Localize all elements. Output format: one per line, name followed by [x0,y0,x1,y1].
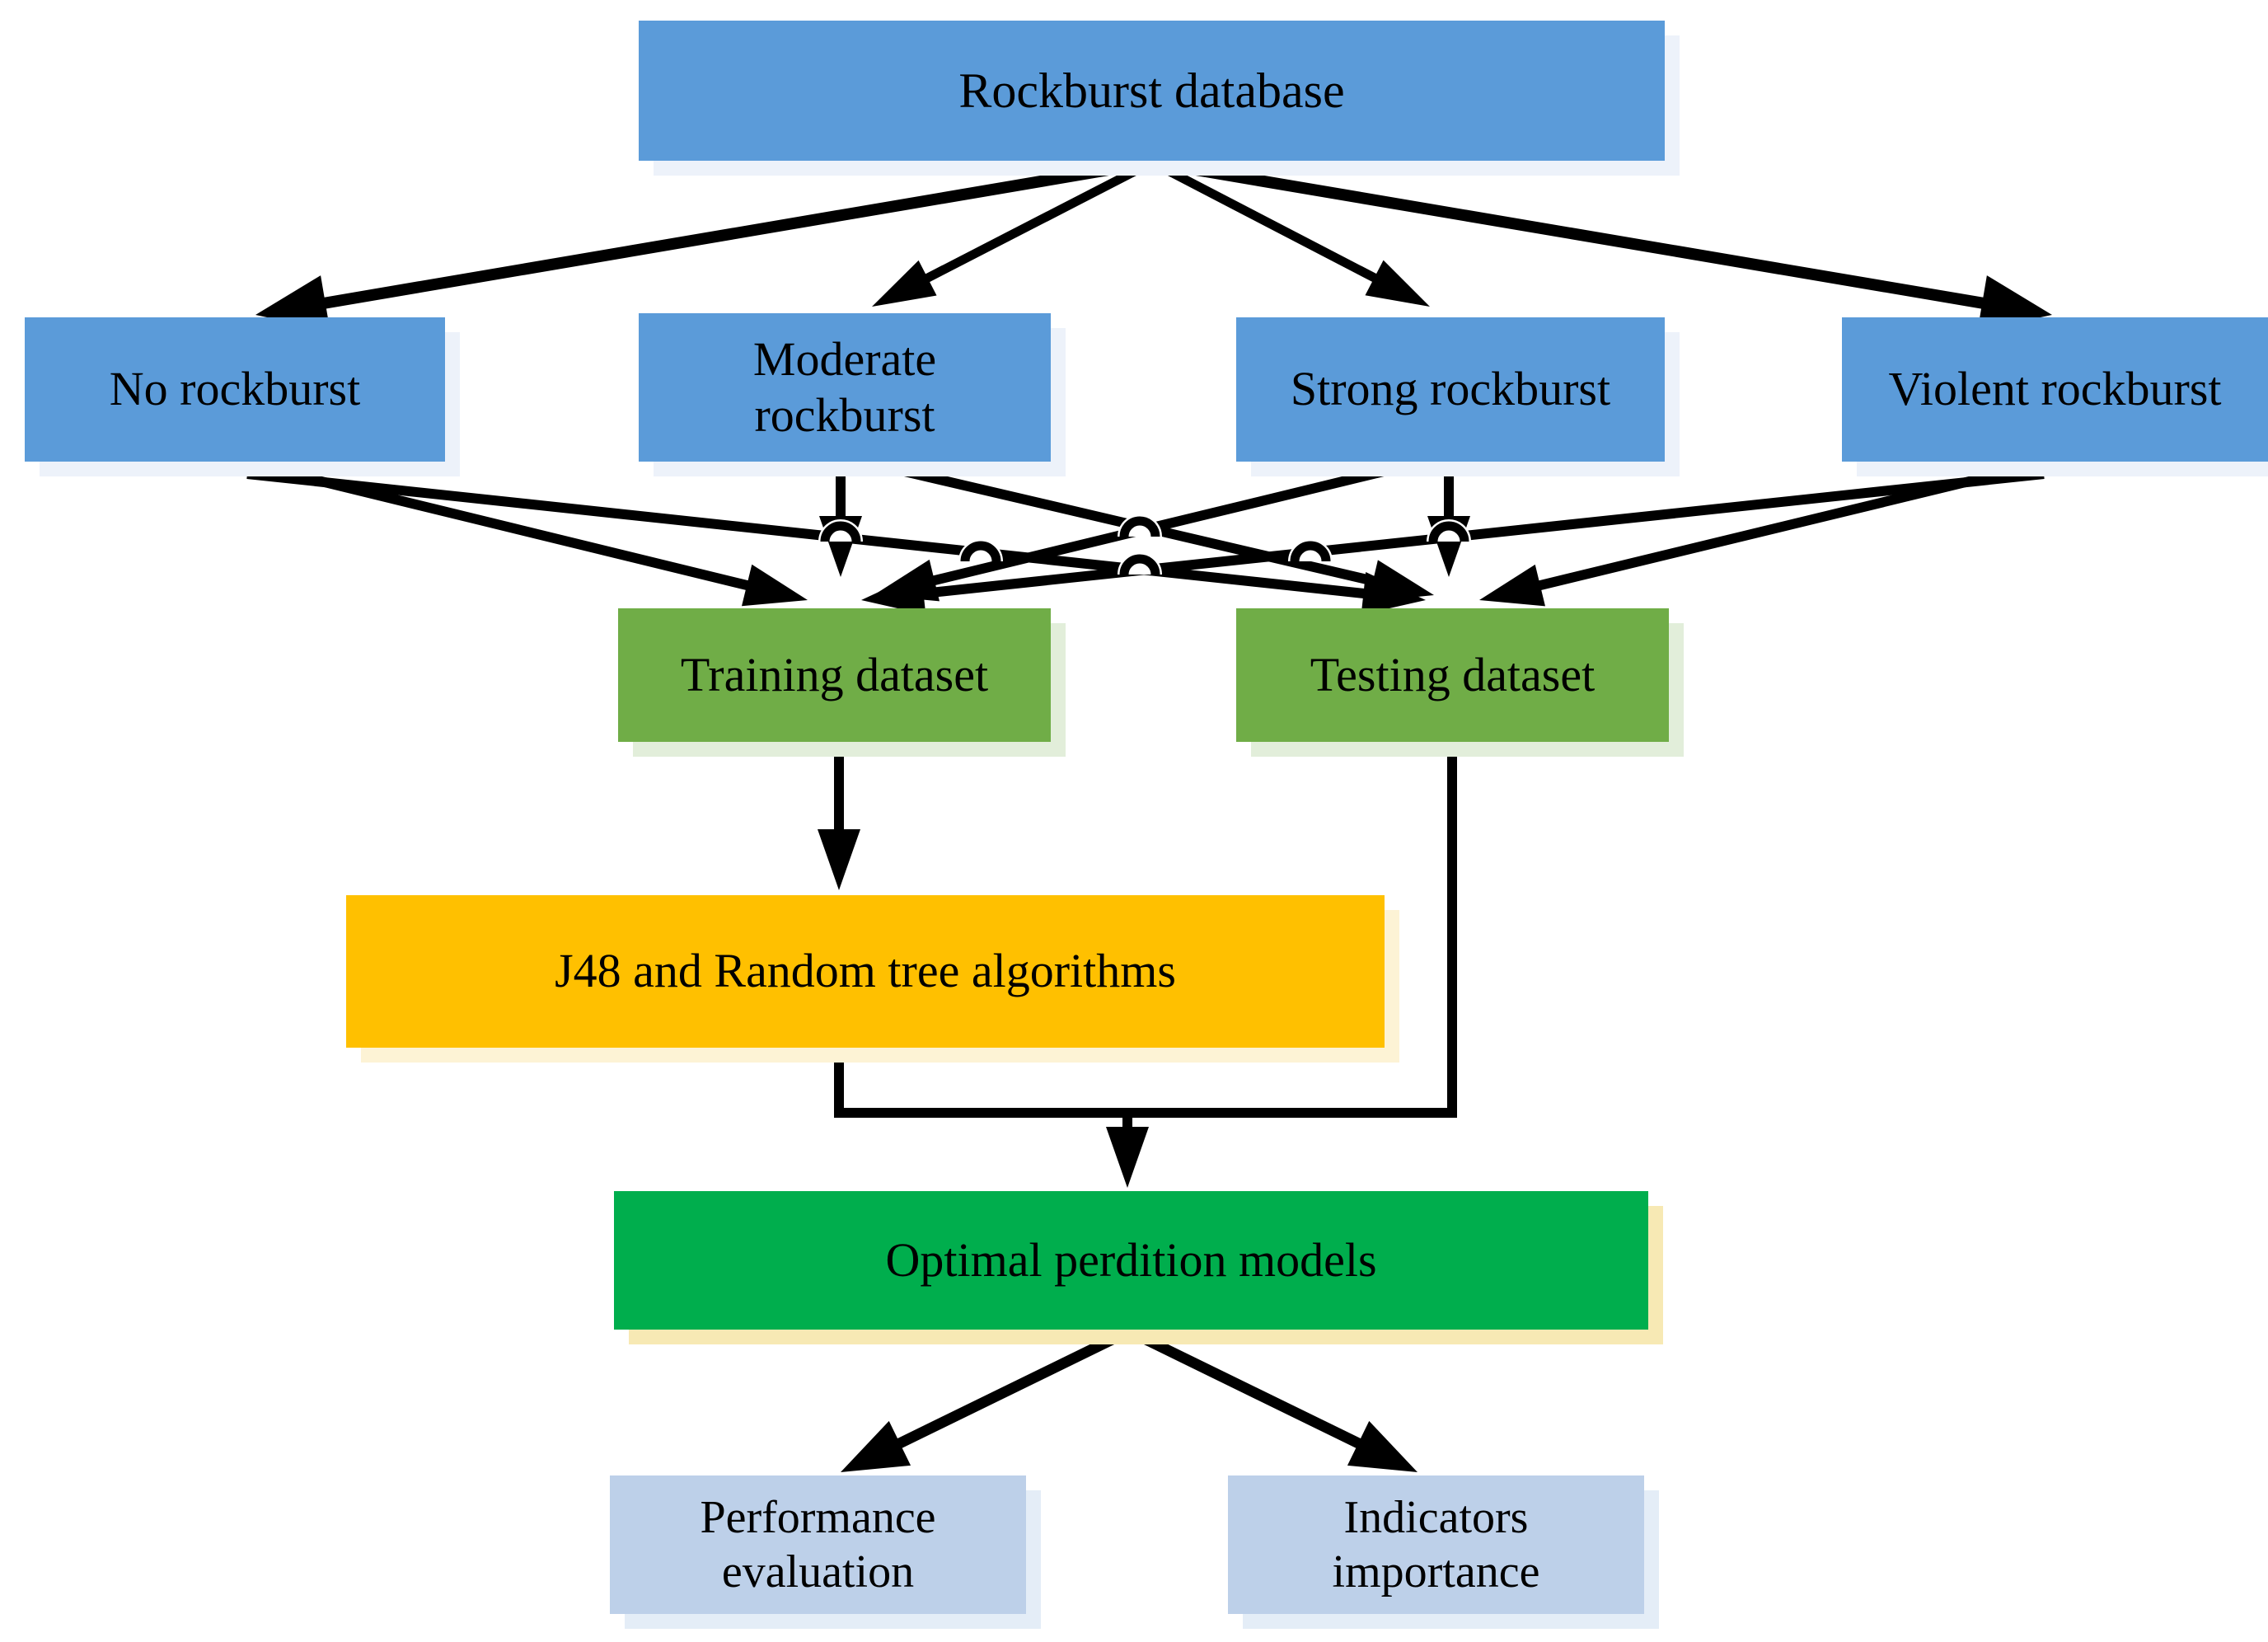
node-indic[interactable]: Indicators importance [1228,1475,1644,1614]
node-train[interactable]: Training dataset [618,608,1051,742]
node-label-optimal: Optimal perdition models [885,1232,1377,1287]
node-label-moderate: Moderate rockburst [752,331,937,442]
node-none[interactable]: No rockburst [25,317,445,462]
node-algo[interactable]: J48 and Random tree algorithms [346,895,1385,1048]
node-perf[interactable]: Performance evaluation [610,1475,1026,1614]
node-label-test: Testing dataset [1310,647,1596,701]
node-label-db: Rockburst database [958,63,1345,118]
node-label-violent: Violent rockburst [1888,362,2222,416]
node-strong[interactable]: Strong rockburst [1236,317,1665,462]
node-label-algo: J48 and Random tree algorithms [555,944,1176,998]
node-optimal[interactable]: Optimal perdition models [614,1191,1648,1330]
node-violent[interactable]: Violent rockburst [1842,317,2268,462]
node-db[interactable]: Rockburst database [639,21,1665,161]
node-moderate[interactable]: Moderate rockburst [639,313,1051,462]
node-label-strong: Strong rockburst [1290,362,1611,416]
node-label-indic: Indicators importance [1332,1491,1540,1597]
node-label-perf: Performance evaluation [700,1491,936,1597]
node-label-none: No rockburst [109,362,361,416]
node-test[interactable]: Testing dataset [1236,608,1669,742]
node-label-train: Training dataset [680,647,989,701]
